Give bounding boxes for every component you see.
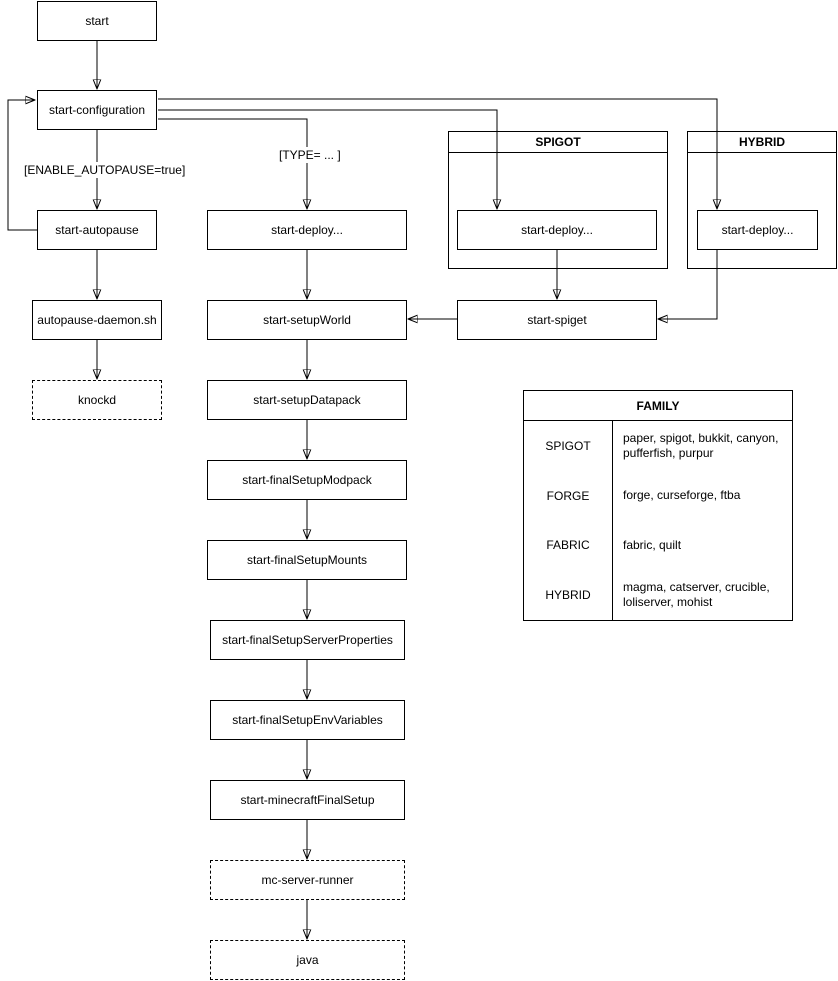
node-start-setup-datapack: start-setupDatapack (207, 380, 407, 420)
group-spigot-title: SPIGOT (449, 132, 667, 153)
node-start-deploy-hybrid: start-deploy... (697, 210, 818, 250)
family-table-body: SPIGOT paper, spigot, bukkit, canyon, pu… (524, 421, 792, 620)
group-hybrid-title: HYBRID (688, 132, 836, 153)
family-table-row: HYBRID magma, catserver, crucible, lolis… (524, 570, 792, 620)
family-table-row: FABRIC fabric, quilt (524, 520, 792, 571)
node-start-autopause: start-autopause (37, 210, 157, 250)
edge-label-enable-autopause: [ENABLE_AUTOPAUSE=true] (22, 162, 186, 178)
node-start-configuration: start-configuration (37, 90, 157, 130)
node-start: start (37, 1, 157, 41)
family-table-row: FORGE forge, curseforge, ftba (524, 470, 792, 521)
node-start-spiget: start-spiget (457, 300, 657, 340)
family-name: SPIGOT (524, 421, 613, 471)
family-name: FABRIC (524, 520, 613, 571)
family-table-row: SPIGOT paper, spigot, bukkit, canyon, pu… (524, 421, 792, 471)
node-mc-server-runner: mc-server-runner (210, 860, 405, 900)
node-start-setup-world: start-setupWorld (207, 300, 407, 340)
family-members: fabric, quilt (623, 537, 682, 552)
node-start-minecraft-final-setup: start-minecraftFinalSetup (210, 780, 405, 820)
family-table-title: FAMILY (524, 391, 792, 421)
node-start-final-setup-server-properties: start-finalSetupServerProperties (210, 620, 405, 660)
node-start-final-setup-env-variables: start-finalSetupEnvVariables (210, 700, 405, 740)
family-name: FORGE (524, 470, 613, 521)
edge-label-type: [TYPE= ... ] (277, 147, 341, 163)
node-start-final-setup-modpack: start-finalSetupModpack (207, 460, 407, 500)
family-name: HYBRID (524, 570, 613, 620)
node-knockd: knockd (32, 380, 162, 420)
node-start-final-setup-mounts: start-finalSetupMounts (207, 540, 407, 580)
node-start-deploy: start-deploy... (207, 210, 407, 250)
family-table: FAMILY SPIGOT paper, spigot, bukkit, can… (523, 390, 793, 621)
node-autopause-daemon: autopause-daemon.sh (32, 300, 162, 340)
family-members: magma, catserver, crucible, loliserver, … (623, 580, 770, 610)
node-start-deploy-spigot: start-deploy... (457, 210, 657, 250)
node-java: java (210, 940, 405, 980)
family-members: paper, spigot, bukkit, canyon, pufferfis… (623, 430, 779, 460)
family-members: forge, curseforge, ftba (623, 488, 741, 503)
